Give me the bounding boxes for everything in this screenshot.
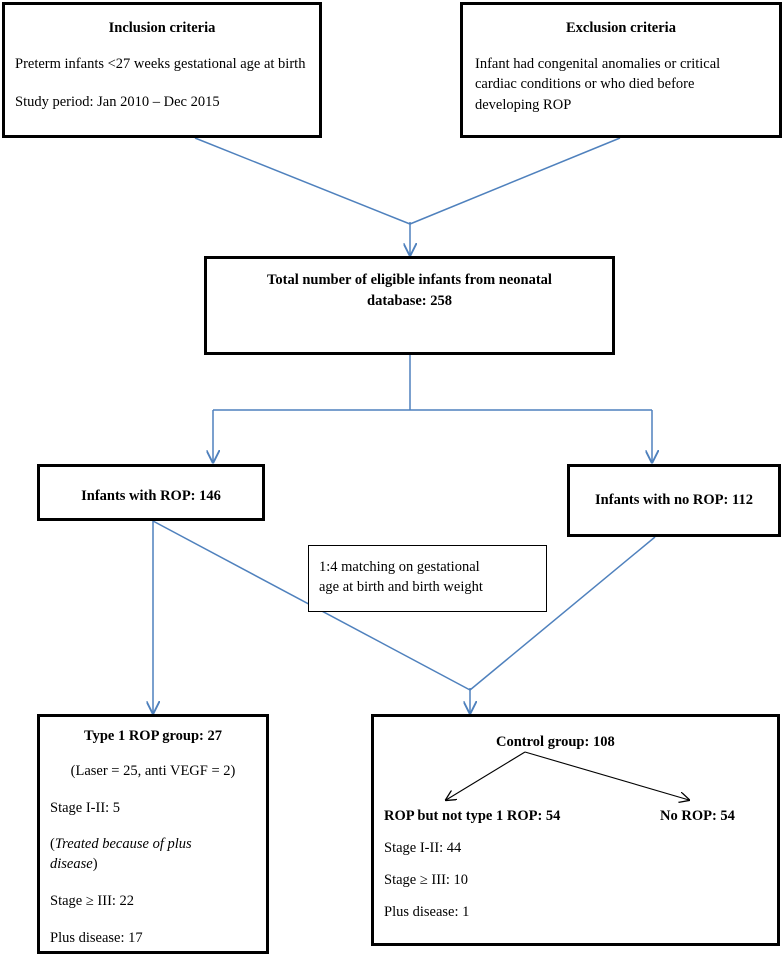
inclusion-box: Inclusion criteria Preterm infants <27 w…	[2, 2, 322, 138]
type1-note-text-2: disease	[50, 856, 93, 872]
matching-line-1: 1:4 matching on gestational	[319, 559, 480, 575]
type1-note-open: (	[50, 836, 55, 852]
type1-title: Type 1 ROP group: 27	[83, 728, 223, 744]
control-sub-no-rop: No ROP: 54	[660, 808, 735, 824]
control-sub-rop-not-type1: ROP but not type 1 ROP: 54	[384, 808, 561, 824]
infants-rop-label: Infants with ROP: 146	[81, 488, 221, 504]
arrow-control-right	[524, 751, 689, 800]
control-plus-disease: Plus disease: 1	[384, 904, 470, 920]
arrow-control-left	[446, 751, 526, 800]
type1-treated-note-2: disease)	[50, 855, 98, 873]
exclusion-line-1: Infant had congenital anomalies or criti…	[475, 56, 721, 72]
exclusion-line-3: developing ROP	[475, 97, 572, 113]
control-stage-3: Stage ≥ III: 10	[384, 872, 469, 888]
matching-line-2: age at birth and birth weight	[319, 579, 483, 595]
total-eligible-line-2: database: 258	[367, 293, 452, 309]
inclusion-gestational-age: Preterm infants <27 weeks gestational ag…	[15, 56, 306, 72]
inclusion-title: Inclusion criteria	[108, 20, 216, 36]
infants-rop-box: Infants with ROP: 146	[37, 464, 265, 521]
control-title: Control group: 108	[496, 734, 615, 750]
inclusion-study-period: Study period: Jan 2010 – Dec 2015	[15, 94, 220, 110]
exclusion-title: Exclusion criteria	[566, 20, 676, 36]
type1-treated-note: (Treated because of plus	[50, 835, 192, 853]
type1-stage-3: Stage ≥ III: 22	[50, 893, 135, 909]
connector-inclusion	[194, 137, 411, 225]
control-group-box: Control group: 108 ROP but not type 1 RO…	[371, 714, 780, 946]
type1-note-text-1: Treated because of plus	[54, 836, 192, 852]
connector-exclusion	[409, 137, 621, 225]
total-eligible-box: Total number of eligible infants from ne…	[204, 256, 615, 355]
total-eligible-line-1: Total number of eligible infants from ne…	[267, 272, 552, 288]
connector-norop-control	[469, 536, 656, 691]
control-stage-1-2: Stage I-II: 44	[384, 840, 462, 856]
infants-no-rop-box: Infants with no ROP: 112	[567, 464, 781, 537]
type1-treatment: (Laser = 25, anti VEGF = 2)	[70, 763, 236, 779]
type1-stage-1-2: Stage I-II: 5	[50, 800, 121, 816]
type1-note-close: )	[92, 856, 98, 872]
type1-plus-disease: Plus disease: 17	[50, 930, 143, 946]
exclusion-box: Exclusion criteria Infant had congenital…	[460, 2, 782, 138]
matching-note-box: 1:4 matching on gestational age at birth…	[308, 545, 547, 612]
exclusion-line-2: cardiac conditions or who died before	[475, 76, 695, 92]
infants-no-rop-label: Infants with no ROP: 112	[595, 492, 753, 508]
type1-rop-box: Type 1 ROP group: 27 (Laser = 25, anti V…	[37, 714, 269, 954]
